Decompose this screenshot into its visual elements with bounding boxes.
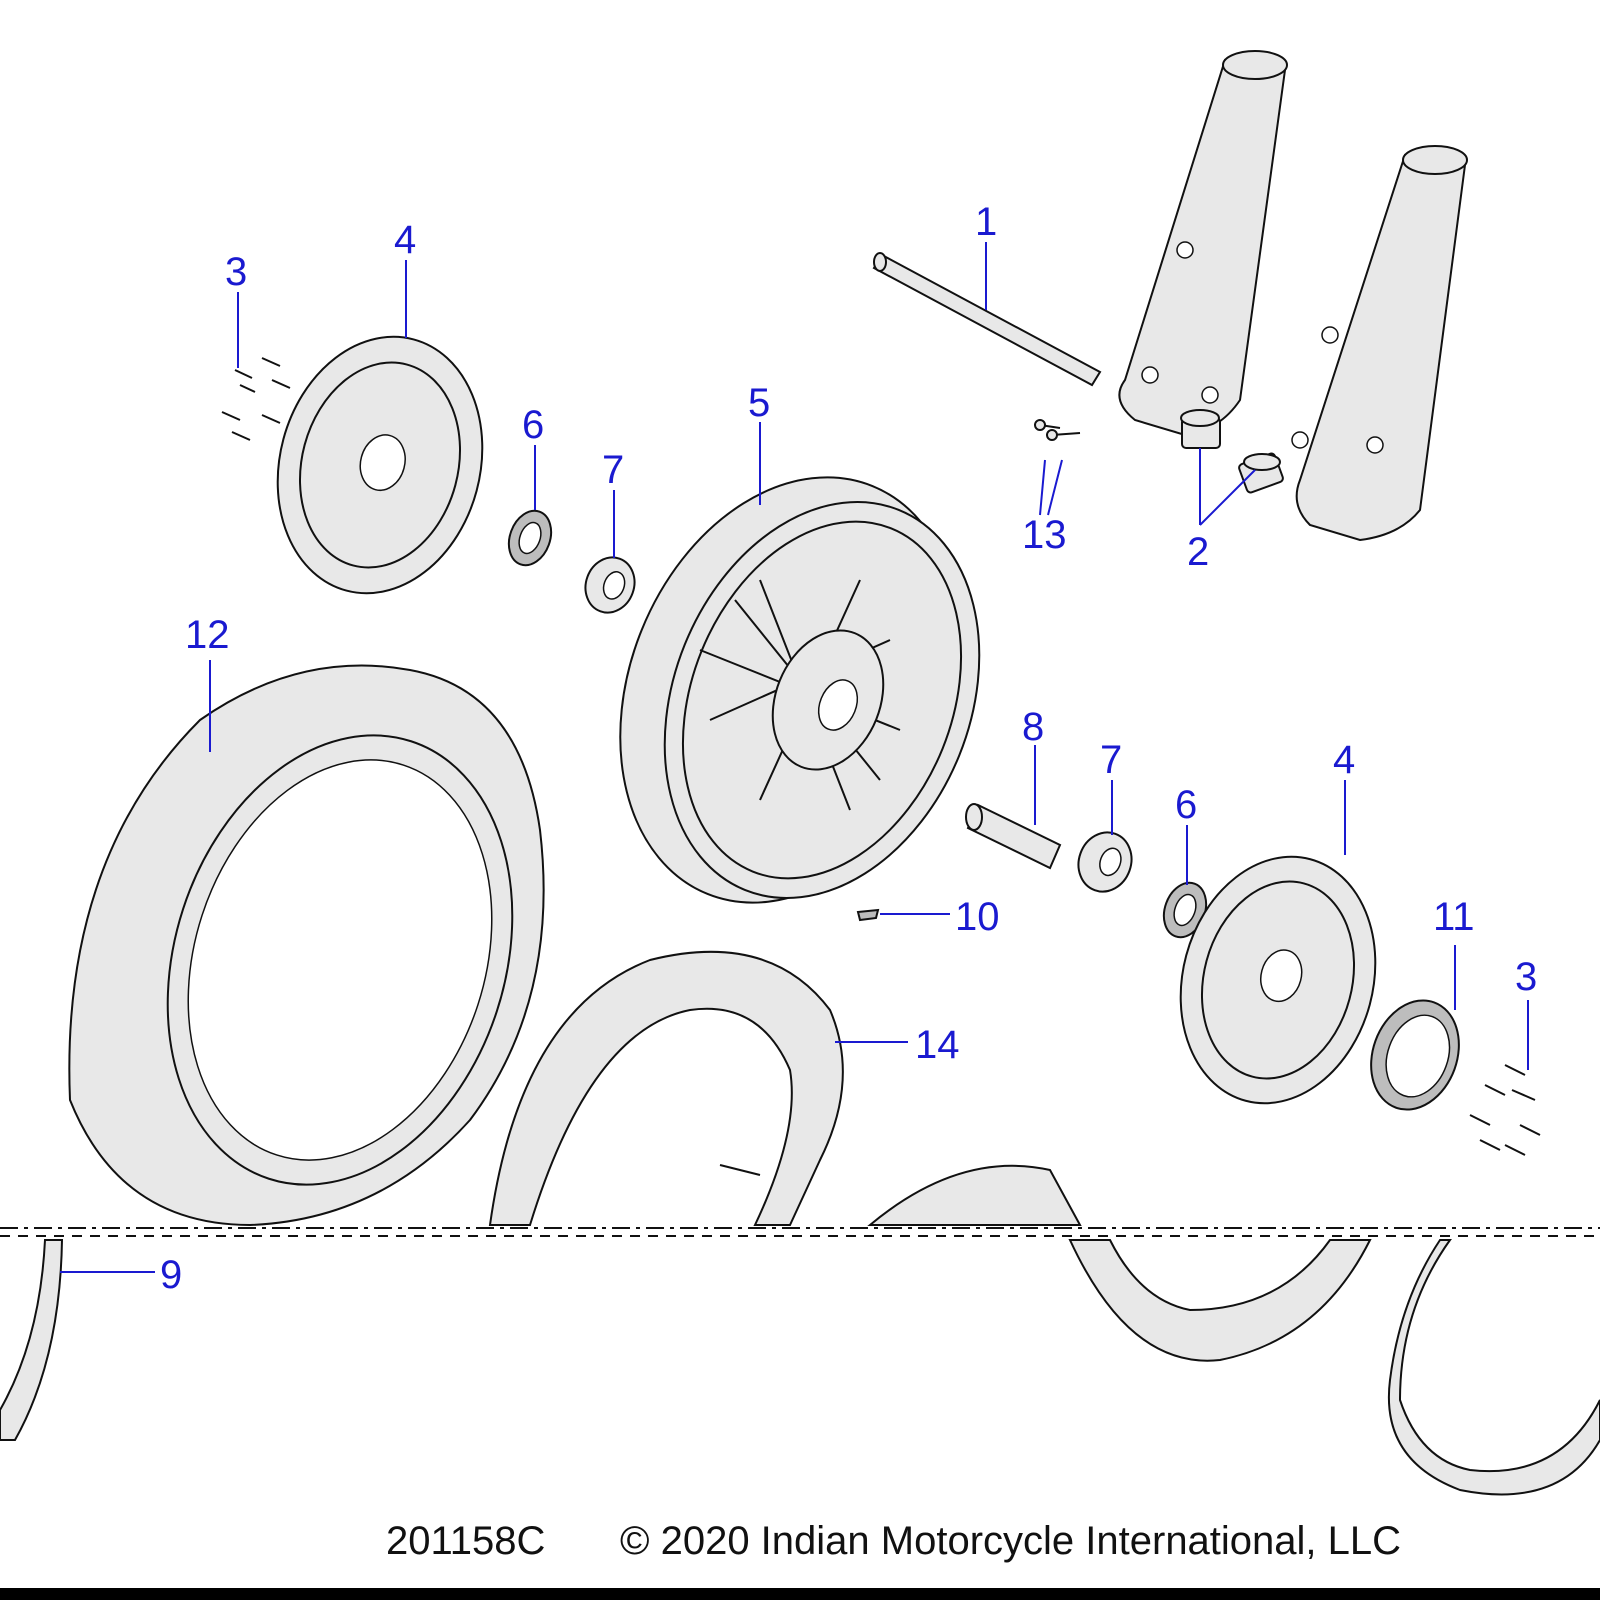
axle-spacers <box>1180 409 1284 494</box>
callout-8: 8 <box>1022 705 1044 749</box>
callout-1: 1 <box>975 200 997 244</box>
callout-3-right: 3 <box>1515 955 1537 999</box>
bottom-rule <box>0 1588 1600 1600</box>
callout-7-lower: 7 <box>1100 738 1122 782</box>
wheel-bearing-lower <box>1077 831 1133 893</box>
brake-rotor-left <box>276 335 484 595</box>
brake-rotor-right <box>1179 855 1377 1105</box>
callout-labels: 1 2 3 4 5 6 7 8 9 10 11 12 13 14 7 6 4 3 <box>160 200 1537 1297</box>
drawing-number: 201158C <box>386 1519 546 1563</box>
rim-strip <box>0 1164 1600 1496</box>
callout-7-upper: 7 <box>602 448 624 492</box>
leader-lines <box>60 242 1529 1273</box>
wheel-spacer <box>965 803 1062 870</box>
right-fork-leg <box>1291 145 1468 542</box>
callout-6-upper: 6 <box>522 403 544 447</box>
callout-4-left: 4 <box>394 218 416 262</box>
callout-14: 14 <box>915 1023 960 1067</box>
valve-stem <box>856 908 880 922</box>
left-fork-leg <box>1118 50 1288 437</box>
rotor-bolts-left <box>221 357 291 441</box>
break-line <box>0 1227 1600 1237</box>
wheel-seal-upper <box>507 509 553 567</box>
callout-3-left: 3 <box>225 250 247 294</box>
abs-tone-ring <box>1370 999 1460 1111</box>
callout-9: 9 <box>160 1253 182 1297</box>
spoked-wheel-rim <box>619 476 981 904</box>
copyright-notice: © 2020 Indian Motorcycle International, … <box>620 1519 1402 1563</box>
callout-12: 12 <box>185 613 230 657</box>
wheel-bearing-upper <box>584 556 636 614</box>
inner-tube <box>488 950 844 1226</box>
callout-13: 13 <box>1022 513 1067 557</box>
callout-2: 2 <box>1187 530 1209 574</box>
callout-11: 11 <box>1433 895 1475 939</box>
rotor-bolts-right <box>1469 1064 1541 1156</box>
callout-6-lower: 6 <box>1175 783 1197 827</box>
wheel-seal-lower <box>1162 881 1208 939</box>
callout-10: 10 <box>955 895 1000 939</box>
front-axle <box>872 252 1102 387</box>
caliper-bolts <box>1034 419 1081 441</box>
callout-4-right: 4 <box>1333 738 1355 782</box>
front-tire <box>68 664 545 1227</box>
callout-5: 5 <box>748 381 770 425</box>
